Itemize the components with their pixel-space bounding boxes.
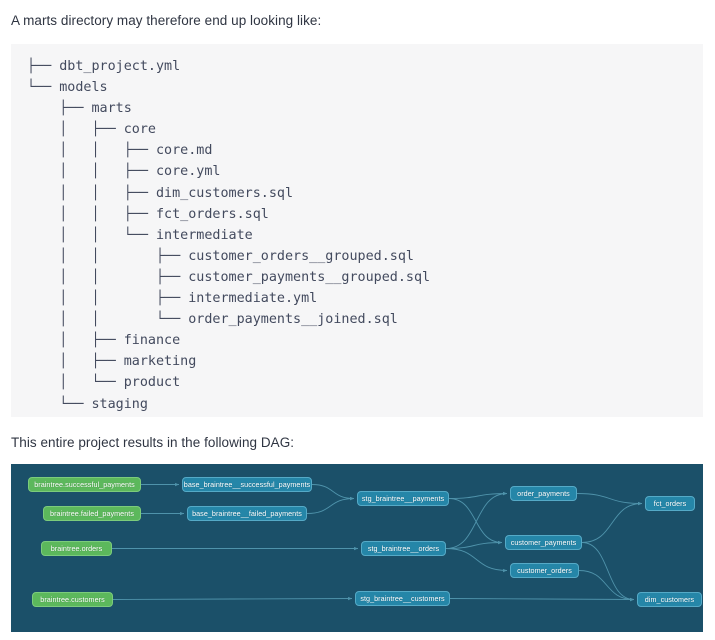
directory-tree-code-block: ├── dbt_project.yml └── models ├── marts… xyxy=(11,44,703,417)
dag-node-base_braintree__failed_payments[interactable]: base_braintree__failed_payments xyxy=(187,506,307,521)
dag-node-customer_orders[interactable]: customer_orders xyxy=(510,563,579,578)
dag-node-label: braintree.successful_payments xyxy=(34,479,135,489)
dag-node-label: braintree.orders xyxy=(50,543,103,553)
dag-node-stg_braintree__payments[interactable]: stg_braintree__payments xyxy=(357,491,449,506)
dag-edge-stg_braintree__customers-to-dim_customers xyxy=(449,597,635,602)
dag-edge-customer_payments-to-fct_orders xyxy=(581,501,643,543)
dag-edge-base_braintree__failed_payments-to-stg_braintree__payments xyxy=(306,496,355,514)
dag-edge-customer_payments-to-dim_customers xyxy=(581,542,635,602)
intro-paragraph: A marts directory may therefore end up l… xyxy=(11,13,322,28)
dag-edge-stg_braintree__orders-to-customer_orders xyxy=(445,548,508,573)
dag-node-label: base_braintree__successful_payments xyxy=(183,479,311,489)
dag-node-fct_orders[interactable]: fct_orders xyxy=(645,496,695,511)
dag-paragraph: This entire project results in the follo… xyxy=(11,435,295,450)
dag-node-order_payments[interactable]: order_payments xyxy=(510,486,577,501)
dag-node-stg_braintree__customers[interactable]: stg_braintree__customers xyxy=(355,591,450,606)
dag-edge-stg_braintree__orders-to-order_payments xyxy=(445,491,508,549)
dag-node-label: base_braintree__failed_payments xyxy=(192,508,302,518)
dag-node-label: customer_orders xyxy=(517,565,572,575)
dag-node-label: fct_orders xyxy=(653,498,687,508)
dag-node-label: customer_payments xyxy=(510,537,577,547)
dag-node-stg_braintree__orders[interactable]: stg_braintree__orders xyxy=(361,541,446,556)
dag-edge-stg_braintree__payments-to-order_payments xyxy=(448,491,508,499)
dag-node-braintree_failed_payments[interactable]: braintree.failed_payments xyxy=(43,506,141,521)
dag-edge-stg_braintree__payments-to-customer_payments xyxy=(448,498,503,545)
dag-node-customer_payments[interactable]: customer_payments xyxy=(505,535,582,550)
dag-node-braintree_orders[interactable]: braintree.orders xyxy=(41,541,112,556)
dag-edge-braintree_customers-to-stg_braintree__customers xyxy=(112,596,353,601)
directory-tree-text: ├── dbt_project.yml └── models ├── marts… xyxy=(27,59,431,412)
dag-node-label: braintree.failed_payments xyxy=(50,508,134,518)
dag-node-base_braintree__successful_payments[interactable]: base_braintree__successful_payments xyxy=(182,477,312,492)
dag-node-dim_customers[interactable]: dim_customers xyxy=(637,592,702,607)
dag-node-label: dim_customers xyxy=(644,594,695,604)
dag-node-label: braintree.customers xyxy=(40,594,105,604)
dag-node-braintree_customers[interactable]: braintree.customers xyxy=(32,592,113,607)
dag-edge-order_payments-to-fct_orders xyxy=(576,493,643,506)
dag-edge-base_braintree__successful_payments-to-stg_braintree__payments xyxy=(311,484,355,501)
dag-node-label: order_payments xyxy=(517,488,570,498)
dag-node-braintree_successful_payments[interactable]: braintree.successful_payments xyxy=(28,477,141,492)
dag-edges-layer xyxy=(111,482,643,602)
dag-edge-stg_braintree__orders-to-customer_payments xyxy=(445,540,503,549)
dag-node-label: stg_braintree__orders xyxy=(367,543,440,553)
dag-edge-customer_orders-to-dim_customers xyxy=(578,570,635,602)
dag-node-label: stg_braintree__payments xyxy=(361,493,445,503)
dag-lineage-graph[interactable]: braintree.successful_payments braintree.f… xyxy=(11,464,703,632)
dag-node-label: stg_braintree__customers xyxy=(360,593,445,603)
